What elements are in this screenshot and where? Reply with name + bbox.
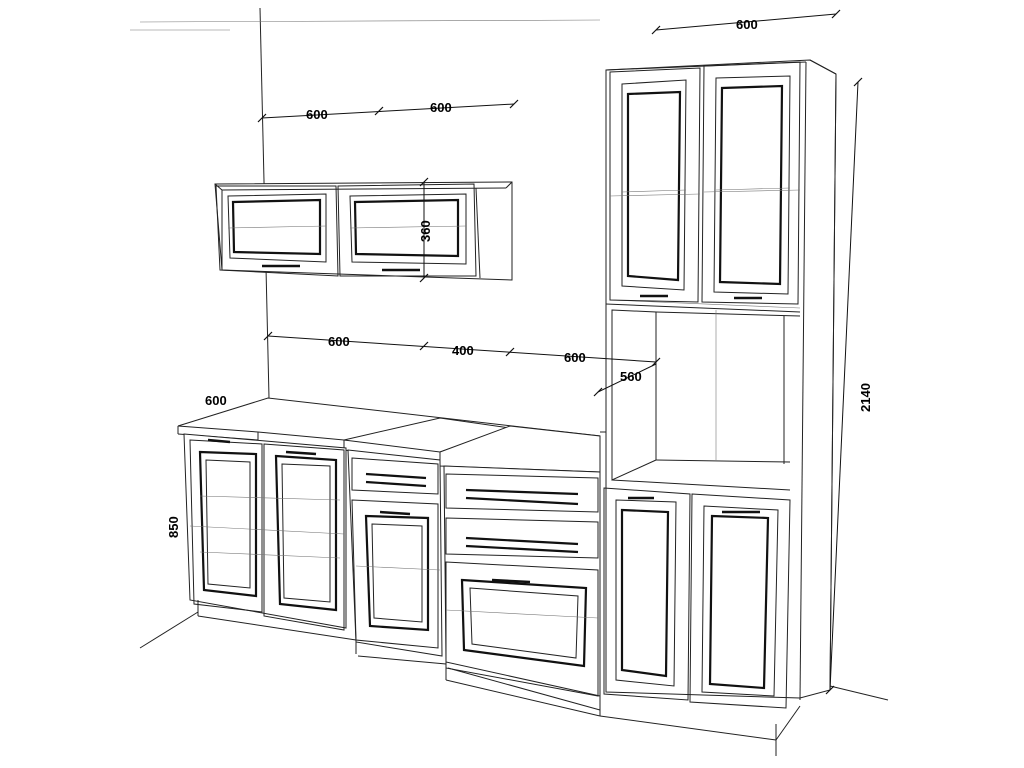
dim-wall-unit-left-width: 600 <box>306 107 328 122</box>
dimension-lines <box>257 9 863 695</box>
dim-base-middle-width: 400 <box>452 343 474 358</box>
dim-wall-unit-height: 360 <box>418 220 433 242</box>
dim-base-right-width: 600 <box>564 350 586 365</box>
dim-tall-unit-depth: 560 <box>620 369 642 384</box>
tall-cabinet <box>599 59 837 756</box>
dim-tall-unit-width: 600 <box>736 17 758 32</box>
base-cabinets <box>177 397 601 717</box>
dimension-labels: 600 600 600 360 600 400 600 560 600 850 … <box>166 17 873 538</box>
dim-base-left-width: 600 <box>328 334 350 349</box>
dim-wall-unit-right-width: 600 <box>430 100 452 115</box>
dim-base-height: 850 <box>166 516 181 538</box>
dim-countertop-depth: 600 <box>205 393 227 408</box>
dim-tall-unit-height: 2140 <box>858 383 873 412</box>
wall-cabinets <box>214 181 513 281</box>
